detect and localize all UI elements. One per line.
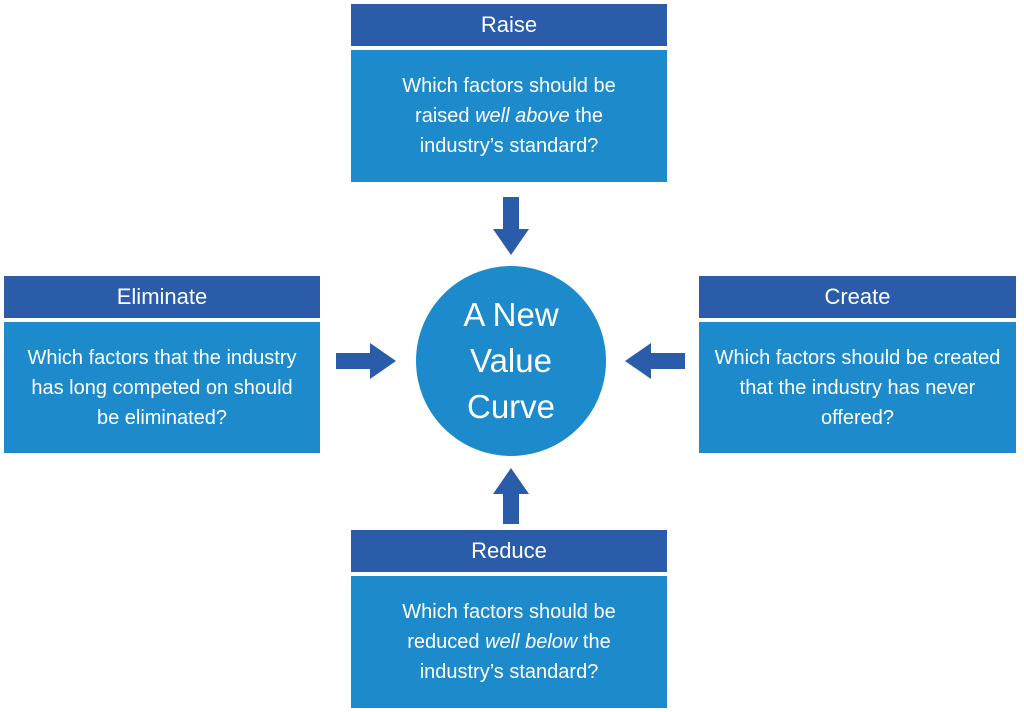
- panel-divider: [351, 572, 667, 576]
- create-panel: Create Which factors should be created t…: [699, 276, 1016, 453]
- raise-panel: Raise Which factors should be raised wel…: [351, 4, 667, 182]
- value-curve-circle: A New Value Curve: [416, 266, 606, 456]
- panel-divider: [699, 318, 1016, 322]
- eliminate-question: Which factors that the industry has long…: [4, 322, 320, 453]
- create-question: Which factors should be created that the…: [699, 322, 1016, 453]
- arrow-down-icon: [493, 197, 529, 255]
- raise-emphasis: well above: [475, 105, 570, 127]
- eliminate-text: Which factors that the industry has long…: [27, 346, 297, 429]
- center-line-3: Curve: [466, 388, 556, 425]
- reduce-text-after: the industry’s standard?: [419, 631, 611, 683]
- reduce-question: Which factors should be reduced well bel…: [351, 576, 667, 708]
- panel-divider: [4, 318, 320, 322]
- raise-text-after: the industry’s standard?: [419, 105, 603, 157]
- reduce-panel: Reduce Which factors should be reduced w…: [351, 530, 667, 708]
- create-title: Create: [699, 276, 1016, 318]
- arrow-right-icon: [336, 343, 396, 379]
- reduce-title: Reduce: [351, 530, 667, 572]
- value-curve-label: A New Value Curve: [463, 292, 558, 430]
- eliminate-panel: Eliminate Which factors that the industr…: [4, 276, 320, 453]
- create-text: Which factors should be created that the…: [714, 346, 1001, 429]
- raise-question: Which factors should be raised well abov…: [351, 50, 667, 182]
- center-line-2: Value: [470, 342, 552, 379]
- raise-title: Raise: [351, 4, 667, 46]
- reduce-text-before: Which factors should be reduced: [402, 601, 616, 653]
- eliminate-title: Eliminate: [4, 276, 320, 318]
- raise-text-before: Which factors should be raised: [402, 75, 616, 127]
- reduce-emphasis: well below: [485, 631, 578, 653]
- panel-divider: [351, 46, 667, 50]
- center-line-1: A New: [463, 296, 559, 333]
- arrow-up-icon: [493, 468, 529, 524]
- arrow-left-icon: [625, 343, 685, 379]
